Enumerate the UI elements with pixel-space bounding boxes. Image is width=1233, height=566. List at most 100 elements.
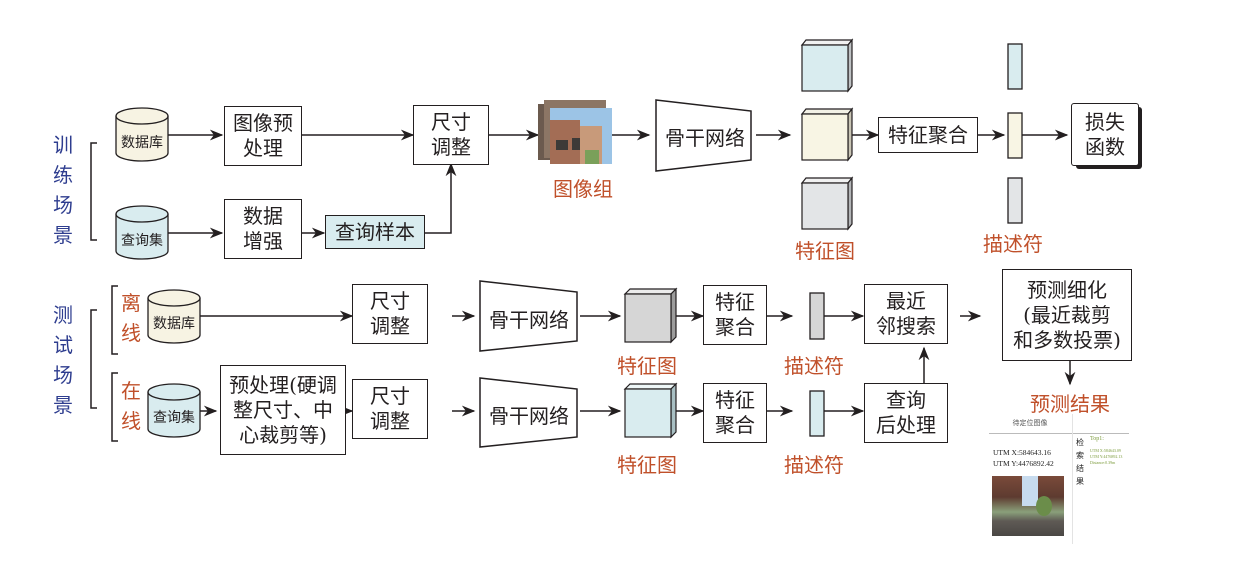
online-preprocess-line: 整尺寸、中 [233,397,333,422]
query-postprocess-box: 查询 后处理 [864,383,948,443]
online-preprocess-line: 心裁剪等) [239,422,327,447]
offline-label-char: 线 [121,321,141,345]
query-postprocess-line: 后处理 [876,413,936,437]
query-sample-label: 查询样本 [335,219,415,244]
online-queryset-cylinder [147,383,201,438]
loss-function-line: 损失 [1085,109,1125,134]
testing-label-char: 景 [53,393,73,417]
training-database-cylinder [115,107,169,162]
training-feature-map-label: 特征图 [795,239,855,263]
training-bracket [90,142,97,241]
resize-line: 尺寸 [370,289,410,313]
online-queryset-label: 查询集 [153,410,195,426]
image-preprocess-line: 处理 [243,136,283,160]
query-postprocess-line: 查询 [886,388,926,412]
data-augment-box: 数据 增强 [224,199,302,259]
resize-line: 调整 [370,314,410,338]
testing-label-char: 场 [53,363,73,387]
online-resize-box: 尺寸 调整 [352,379,428,439]
training-label-char: 训 [53,133,73,157]
training-queryset-label: 查询集 [121,233,163,249]
offline-bracket [111,285,118,355]
photo-trees [1036,496,1052,516]
online-descriptor [809,390,825,437]
data-augment-line: 增强 [243,229,283,253]
online-backbone-shape [479,377,578,448]
resize-line: 调整 [431,135,471,159]
online-backbone-label: 骨干网络 [489,404,569,428]
training-descriptor-1 [1007,43,1023,90]
data-augment-line: 数据 [243,204,283,228]
image-group-photos [538,100,612,164]
image-preprocess-line: 图像预 [233,111,293,135]
inset-top1-utm-y: UTM Y:4476892.13 [1090,454,1123,459]
offline-descriptor [809,292,825,340]
offline-feature-map-label: 特征图 [617,354,677,378]
offline-backbone-label: 骨干网络 [489,308,569,332]
online-label: 在 线 [120,376,142,436]
online-descriptor-label: 描述符 [784,453,844,477]
resize-line: 尺寸 [370,384,410,408]
offline-feature-aggregation-box: 特征 聚合 [703,285,767,345]
online-preprocess-box: 预处理(硬调 整尺寸、中 心裁剪等) [220,365,346,455]
arrow-sample-resize [425,162,457,234]
offline-feature-map-cube [623,287,678,344]
offline-resize-box: 尺寸 调整 [352,284,428,344]
training-section-label: 训 练 场 景 [52,130,74,250]
feature-aggregation-line: 聚合 [715,413,755,437]
inset-top1-label: Top1: [1090,436,1104,442]
training-backbone-shape [655,99,752,172]
training-queryset-cylinder [115,205,169,260]
nn-search-box: 最近 邻搜索 [864,284,948,344]
feature-aggregation-line: 特征 [715,388,755,412]
training-label-char: 练 [53,163,73,187]
training-descriptor-2 [1007,112,1023,159]
inset-top1-distance: Distance:0.39m [1090,460,1116,465]
nn-search-line: 邻搜索 [876,314,936,338]
prediction-refine-line: (最近裁剪 [1023,302,1111,327]
online-bracket [111,372,118,442]
feature-aggregation-label: 特征聚合 [888,122,968,147]
feature-aggregation-line: 特征 [715,290,755,314]
image-group-label: 图像组 [553,177,613,201]
inset-utm-x: UTM X:584643.16 [993,448,1051,457]
training-descriptor-3 [1007,177,1023,224]
online-label-char: 线 [121,409,141,433]
resize-line: 调整 [370,409,410,433]
result-inset: 待定位图像 UTM X:584643.16 UTM Y:4476892.42 检… [985,414,1135,544]
retrieval-char: 检 [1076,438,1084,447]
prediction-refine-box: 预测细化 (最近裁剪 和多数投票) [1002,269,1132,361]
feature-aggregation-line: 聚合 [715,315,755,339]
inset-title: 待定位图像 [1012,419,1048,427]
inset-utm-y: UTM Y:4476892.42 [993,459,1054,468]
loss-function-box: 损失 函数 [1071,103,1139,166]
inset-top1-utm-x: UTM X:584643.09 [1090,448,1121,453]
training-feature-map-cube-3 [800,176,854,231]
training-label-char: 场 [53,193,73,217]
online-feature-aggregation-box: 特征 聚合 [703,383,767,443]
offline-database-label: 数据库 [153,316,195,332]
testing-bracket [90,309,97,409]
inset-column-divider [1072,414,1073,544]
training-descriptor-label: 描述符 [983,232,1043,256]
training-database-label: 数据库 [121,135,163,151]
training-backbone-label: 骨干网络 [665,126,745,150]
offline-database-cylinder [147,289,201,344]
photo-sky [1022,476,1038,506]
retrieval-char: 索 [1076,451,1084,460]
query-sample-box: 查询样本 [325,215,425,249]
training-resize-box: 尺寸 调整 [413,105,489,165]
loss-function-line: 函数 [1085,134,1125,159]
inset-query-photo [992,476,1064,536]
offline-label: 离 线 [120,288,142,348]
image-preprocess-box: 图像预 处理 [224,106,302,166]
testing-label-char: 测 [53,303,73,327]
offline-backbone-shape [479,280,578,352]
inset-retrieval-label: 检 索 结 果 [1076,436,1086,488]
prediction-refine-line: 预测细化 [1027,277,1107,302]
training-feature-map-cube-1 [800,38,854,93]
retrieval-char: 结 [1076,464,1084,473]
offline-label-char: 离 [121,291,141,315]
resize-line: 尺寸 [431,110,471,134]
prediction-refine-line: 和多数投票) [1013,327,1121,352]
